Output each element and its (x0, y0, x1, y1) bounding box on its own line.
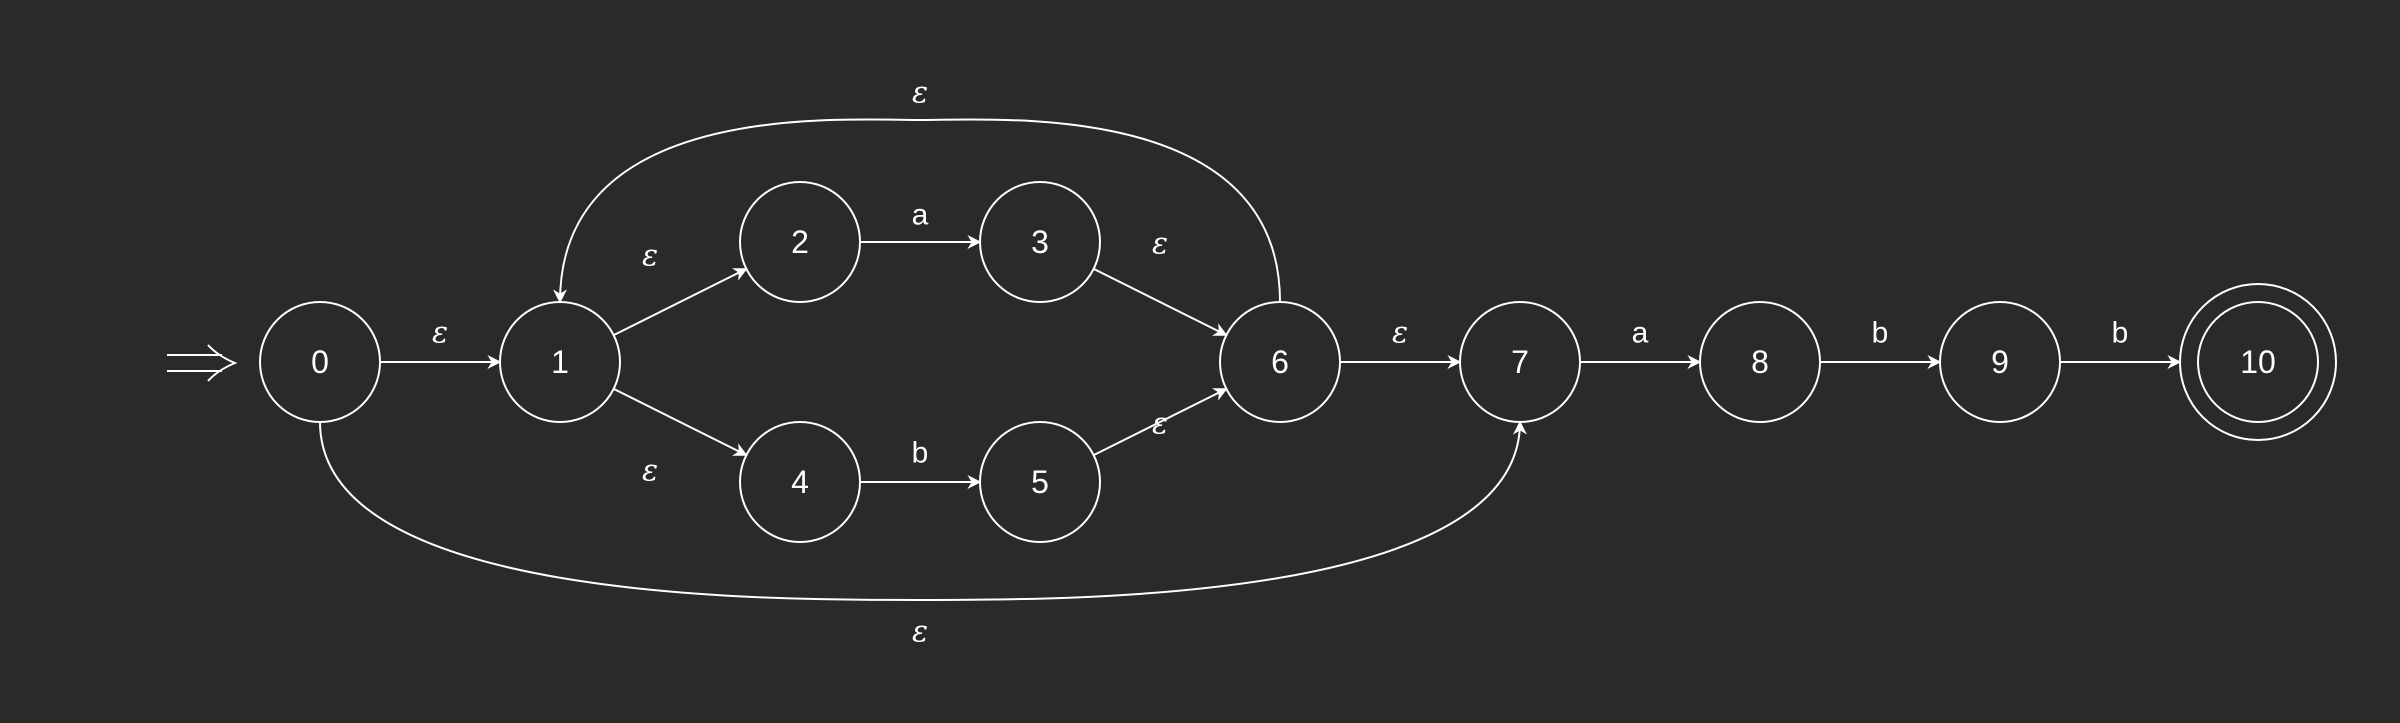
transition-label: a (1632, 317, 1649, 350)
state-label: 0 (311, 344, 329, 380)
state-9: 9 (1939, 301, 2061, 423)
transition-arrow (1093, 267, 1228, 337)
state-label: 9 (1991, 344, 2009, 380)
transition-arrow (1093, 387, 1228, 457)
states-layer: 0 1 2 3 4 5 6 7 8 9 10 (259, 181, 2337, 543)
state-circle (2197, 301, 2319, 423)
state-label: 5 (1031, 464, 1049, 500)
transition-label: ε (432, 316, 448, 351)
state-label: 8 (1751, 344, 1769, 380)
transition-label: ε (1152, 407, 1168, 442)
state-circle (1699, 301, 1821, 423)
start-arrow-icon (167, 344, 238, 382)
state-circle (739, 181, 861, 303)
transition-label: ε (912, 615, 928, 650)
state-3: 3 (979, 181, 1101, 303)
state-label: 7 (1511, 344, 1529, 380)
transition-label: ε (642, 239, 658, 274)
transition-arrow (319, 420, 1527, 602)
state-label: 2 (791, 224, 809, 260)
transition-5-6: ε (1093, 387, 1228, 457)
state-0: 0 (259, 301, 381, 423)
transition-1-4: ε (613, 387, 748, 489)
transition-label: a (912, 199, 929, 232)
transition-0-1: ε (380, 316, 502, 369)
state-1: 1 (499, 301, 621, 423)
transition-label: ε (1152, 227, 1168, 262)
transition-9-10: b (2060, 317, 2182, 369)
state-label: 3 (1031, 224, 1049, 260)
state-6: 6 (1219, 301, 1341, 423)
state-circle (979, 181, 1101, 303)
accepting-ring (2179, 283, 2337, 441)
transition-6-7: ε (1340, 316, 1462, 369)
state-label: 4 (791, 464, 809, 500)
state-5: 5 (979, 421, 1101, 543)
transition-label: ε (642, 454, 658, 489)
transition-3-6: ε (1093, 227, 1228, 337)
state-label: 6 (1271, 344, 1289, 380)
transition-2-3: a (860, 199, 982, 249)
transition-1-2: ε (613, 239, 748, 337)
state-circle (499, 301, 621, 423)
state-2: 2 (739, 181, 861, 303)
transition-arrow (553, 118, 1281, 304)
transition-4-5: b (860, 437, 982, 489)
transition-0-7: ε (319, 420, 1527, 650)
state-label: 1 (551, 344, 569, 380)
transition-label: ε (912, 76, 928, 111)
state-4: 4 (739, 421, 861, 543)
state-circle (1219, 301, 1341, 423)
transition-label: ε (1392, 316, 1408, 351)
transition-arrow (613, 387, 748, 457)
transition-6-1: ε (553, 76, 1281, 304)
state-circle (259, 301, 381, 423)
transition-label: b (912, 437, 929, 470)
transition-label: b (2112, 317, 2129, 350)
state-7: 7 (1459, 301, 1581, 423)
state-circle (979, 421, 1101, 543)
transition-arrow (613, 267, 748, 337)
state-circle (739, 421, 861, 543)
state-10: 10 (2179, 283, 2337, 441)
transitions-layer: ε ε a ε ε b ε ε ε ε a b b (319, 76, 2182, 650)
transition-label: b (1872, 317, 1889, 350)
state-circle (1459, 301, 1581, 423)
transition-7-8: a (1580, 317, 1702, 369)
state-label: 10 (2240, 344, 2276, 380)
transition-8-9: b (1820, 317, 1942, 369)
state-circle (1939, 301, 2061, 423)
state-8: 8 (1699, 301, 1821, 423)
